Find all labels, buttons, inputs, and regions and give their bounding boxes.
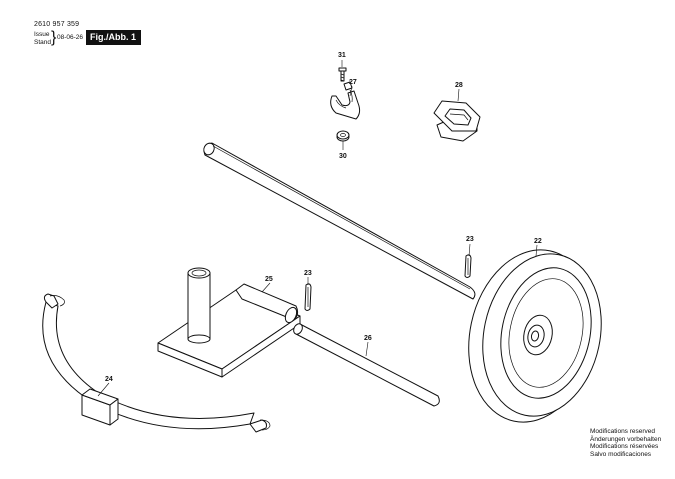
part-22-wheel	[468, 249, 602, 423]
callout-28: 28	[455, 82, 463, 89]
part-27-clip	[330, 81, 361, 120]
callout-22: 22	[534, 238, 542, 245]
callout-26: 26	[364, 335, 372, 342]
callout-25: 25	[265, 276, 273, 283]
part-23-cotter-pin-lower	[304, 283, 312, 311]
issue-stand-labels: Issue Stand	[34, 31, 51, 47]
callout-24: 24	[105, 376, 113, 383]
callout-27: 27	[349, 79, 357, 86]
part-30-nut	[336, 130, 350, 142]
figure-badge: Fig./Abb. 1	[86, 30, 141, 45]
modifications-line-de: Änderungen vorbehalten	[590, 435, 662, 443]
callout-30: 30	[339, 153, 347, 160]
part-28-hex-bushing	[433, 100, 481, 142]
document-number: 2610 957 359	[34, 21, 80, 28]
callout-23-lower: 23	[304, 270, 312, 277]
part-24-strap	[42, 293, 271, 433]
callout-31: 31	[338, 52, 346, 59]
modifications-notice: Modifications reserved Änderungen vorbeh…	[590, 428, 661, 458]
part-31-screw	[338, 67, 347, 82]
part-23-cotter-pin-upper	[464, 254, 472, 278]
modifications-line-en: Modifications reserved	[590, 428, 656, 435]
issue-label: Issue	[34, 31, 50, 38]
leader-lines	[97, 60, 538, 397]
part-26-rod	[293, 323, 440, 407]
callout-labels: 31 27 30 28 23 22 25 23 26 24	[105, 52, 542, 383]
brace-divider: }	[51, 29, 57, 46]
modifications-line-fr: Modifications réservées	[590, 443, 659, 451]
axle-rod-upper	[203, 142, 476, 300]
part-25-base-plate	[157, 267, 301, 378]
callout-23-upper: 23	[466, 236, 474, 243]
issue-date: 08-06-26	[57, 34, 84, 41]
modifications-line-es: Salvo modificaciones	[590, 450, 652, 458]
stand-label: Stand	[34, 39, 51, 46]
